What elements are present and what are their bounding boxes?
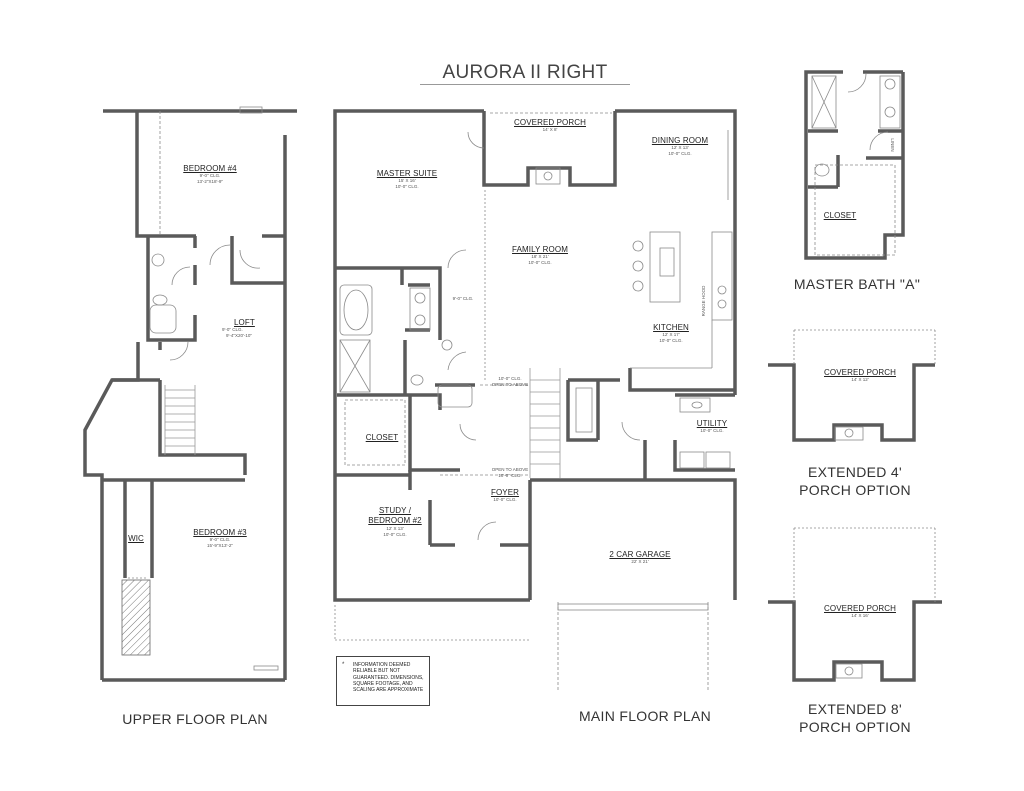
porch-option-4-title: EXTENDED 4' PORCH OPTION bbox=[780, 463, 930, 499]
master-bath-details bbox=[811, 73, 901, 256]
disclaimer-note: * INFORMATION DEEMED RELIABLE BUT NOT GU… bbox=[336, 656, 430, 706]
room-name: BEDROOM #3 bbox=[193, 528, 247, 537]
room-size: 12' X 13' bbox=[386, 526, 404, 531]
room-size: 22' X 21' bbox=[631, 559, 649, 564]
room-size: 12' X 13' bbox=[671, 145, 689, 150]
main-floor-details bbox=[334, 112, 733, 690]
porch-option-4-title-line1: EXTENDED 4' bbox=[808, 464, 902, 480]
room-foyer: FOYER 10'-0" CLG. bbox=[480, 488, 530, 503]
sheet-title: AURORA II RIGHT bbox=[420, 62, 630, 85]
room-master-suite: MASTER SUITE 15' X 16' 10'-0" CLG. bbox=[362, 169, 452, 190]
foyer-above-ceiling: 10'-0" CLG. bbox=[498, 473, 522, 478]
porch-8-walls bbox=[768, 600, 942, 682]
room-wic: WIC bbox=[128, 534, 144, 543]
annotation-open-to-above-foyer: OPEN TO ABOVE 10'-0" CLG. bbox=[480, 467, 540, 479]
room-name: FAMILY ROOM bbox=[512, 245, 568, 254]
room-name: DINING ROOM bbox=[651, 136, 709, 145]
open-to-above-label: OPEN TO ABOVE bbox=[491, 382, 529, 387]
upper-hatch bbox=[121, 579, 151, 656]
room-ceiling: 9'-0" CLG. bbox=[222, 327, 243, 332]
room-bedroom-3: BEDROOM #3 9'-0" CLG. 15'-9"X13'-2" bbox=[180, 528, 260, 549]
main-floor-title: MAIN FLOOR PLAN bbox=[578, 708, 712, 724]
room-covered-porch: COVERED PORCH 14' X 8' bbox=[505, 118, 595, 133]
room-ceiling: 10'-0" CLG. bbox=[528, 260, 552, 265]
room-name: FOYER bbox=[490, 488, 520, 497]
room-kitchen: KITCHEN 12' X 17' 10'-0" CLG. bbox=[646, 323, 696, 344]
room-name: COVERED PORCH bbox=[824, 604, 896, 613]
annotation-bath-clg: 9'-0" CLG. bbox=[452, 296, 474, 301]
room-name: LOFT bbox=[234, 318, 255, 327]
porch-4-walls bbox=[768, 363, 935, 442]
room-porch-8: COVERED PORCH 14' X 16' bbox=[815, 604, 905, 619]
stair-ceiling: 10'-0" CLG. bbox=[498, 376, 522, 381]
room-name: 2 CAR GARAGE bbox=[609, 550, 671, 559]
room-name: UTILITY bbox=[696, 419, 728, 428]
room-master-bath-closet: CLOSET bbox=[823, 211, 857, 220]
upper-floor-walls bbox=[83, 109, 297, 682]
room-loft: LOFT 9'-0" CLG. 9'-4"X20'-10" bbox=[222, 318, 282, 339]
room-ceiling: 10'-0" CLG. bbox=[493, 497, 517, 502]
room-study-bedroom-2: STUDY / BEDROOM #2 12' X 13' 10'-0" CLG. bbox=[360, 506, 430, 538]
room-name: STUDY / BEDROOM #2 bbox=[368, 506, 422, 525]
room-family-room: FAMILY ROOM 18' X 21' 10'-0" CLG. bbox=[500, 245, 580, 266]
room-size: 9'-4"X20'-10" bbox=[226, 333, 252, 338]
note-text: INFORMATION DEEMED RELIABLE BUT NOT GUAR… bbox=[353, 662, 424, 694]
room-closet: CLOSET bbox=[365, 433, 399, 442]
open-to-above-label: OPEN TO ABOVE bbox=[491, 467, 529, 472]
room-size: 13'-2"X18'-9" bbox=[197, 179, 223, 184]
room-size: 14' X 16' bbox=[851, 613, 869, 618]
porch-option-4-title-line2: PORCH OPTION bbox=[799, 482, 911, 498]
upper-floor-title: UPPER FLOOR PLAN bbox=[122, 711, 268, 727]
room-size: 15'-9"X13'-2" bbox=[207, 543, 233, 548]
master-bath-title: MASTER BATH "A" bbox=[793, 276, 921, 292]
porch-option-8-title-line2: PORCH OPTION bbox=[799, 719, 911, 735]
room-ceiling: 9'-0" CLG. bbox=[209, 537, 231, 542]
note-marker: * bbox=[342, 662, 345, 668]
annotation-range-hood: RANGE HOOD bbox=[701, 285, 706, 317]
master-bath-walls bbox=[804, 70, 905, 260]
annotation-open-to-above-stair: 10'-0" CLG. OPEN TO ABOVE bbox=[480, 376, 540, 388]
room-bedroom-4: BEDROOM #4 9'-0" CLG. 13'-2"X18'-9" bbox=[170, 164, 250, 185]
room-name: COVERED PORCH bbox=[514, 118, 586, 127]
room-name: MASTER SUITE bbox=[376, 169, 438, 178]
room-ceiling: 10'-0" CLG. bbox=[668, 151, 692, 156]
porch-4-details bbox=[793, 329, 936, 441]
room-ceiling: 9'-0" CLG. bbox=[199, 173, 221, 178]
room-ceiling: 10'-0" CLG. bbox=[395, 184, 419, 189]
room-name: KITCHEN bbox=[653, 323, 689, 332]
room-name: BEDROOM #4 bbox=[183, 164, 237, 173]
room-linen: LINEN bbox=[890, 138, 895, 152]
upper-floor-details bbox=[128, 106, 279, 671]
room-porch-4: COVERED PORCH 14' X 12' bbox=[815, 368, 905, 383]
room-size: 15' X 16' bbox=[398, 178, 416, 183]
room-utility: UTILITY 10'-0" CLG. bbox=[690, 419, 734, 434]
room-ceiling: 10'-0" CLG. bbox=[700, 428, 724, 433]
room-name: COVERED PORCH bbox=[824, 368, 896, 377]
room-ceiling: 10'-0" CLG. bbox=[659, 338, 683, 343]
room-2-car-garage: 2 CAR GARAGE 22' X 21' bbox=[595, 550, 685, 565]
room-size: 12' X 17' bbox=[662, 332, 680, 337]
porch-option-8-title: EXTENDED 8' PORCH OPTION bbox=[780, 700, 930, 736]
room-ceiling: 10'-0" CLG. bbox=[383, 532, 407, 537]
porch-8-details bbox=[793, 527, 936, 679]
room-dining-room: DINING ROOM 12' X 13' 10'-0" CLG. bbox=[640, 136, 720, 157]
room-size: 14' X 12' bbox=[851, 377, 869, 382]
porch-option-8-title-line1: EXTENDED 8' bbox=[808, 701, 902, 717]
room-size: 18' X 21' bbox=[531, 254, 549, 259]
room-size: 14' X 8' bbox=[542, 127, 558, 132]
